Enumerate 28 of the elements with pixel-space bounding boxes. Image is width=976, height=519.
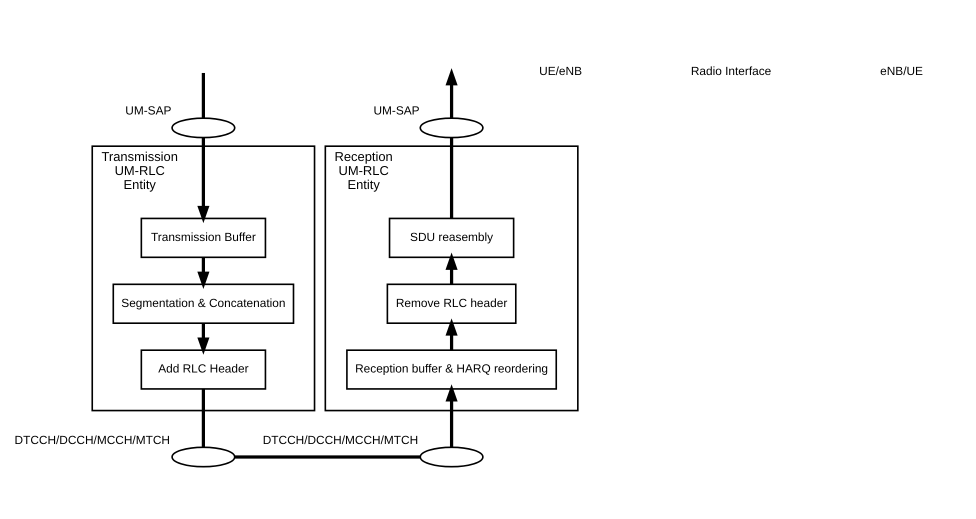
label: UE/eNB <box>539 64 582 78</box>
arrow <box>446 384 458 447</box>
node-box: Transmission Buffer <box>140 218 266 258</box>
node-label: DTCCH/DCCH/MCCH/MTCH <box>262 432 418 447</box>
node-label: DTCCH/DCCH/MCCH/MTCH <box>14 432 170 447</box>
node-box: Segmentation & Concatenation <box>112 284 294 324</box>
arrow <box>446 318 458 350</box>
connector <box>450 138 454 218</box>
node-box: Remove RLC header <box>386 284 517 324</box>
arrow <box>446 252 458 284</box>
arrow <box>197 257 210 289</box>
connector <box>234 455 420 459</box>
node-box: Add RLC Header <box>140 349 266 390</box>
node-label: UM-SAP <box>373 104 420 118</box>
arrow <box>446 68 458 118</box>
label: Radio Interface <box>690 64 772 78</box>
node-box: SDU reasembly <box>388 218 514 258</box>
node-label: UM-SAP <box>125 104 172 118</box>
node-ellipse <box>419 446 484 468</box>
arrow <box>197 138 210 224</box>
label: eNB/UE <box>880 64 923 78</box>
node-ellipse <box>171 117 236 138</box>
node-box: Reception buffer & HARQ reordering <box>346 349 558 390</box>
connector <box>202 389 205 447</box>
arrow <box>197 323 210 355</box>
node-ellipse <box>419 117 484 138</box>
connector <box>202 72 205 118</box>
node-ellipse <box>171 446 236 468</box>
